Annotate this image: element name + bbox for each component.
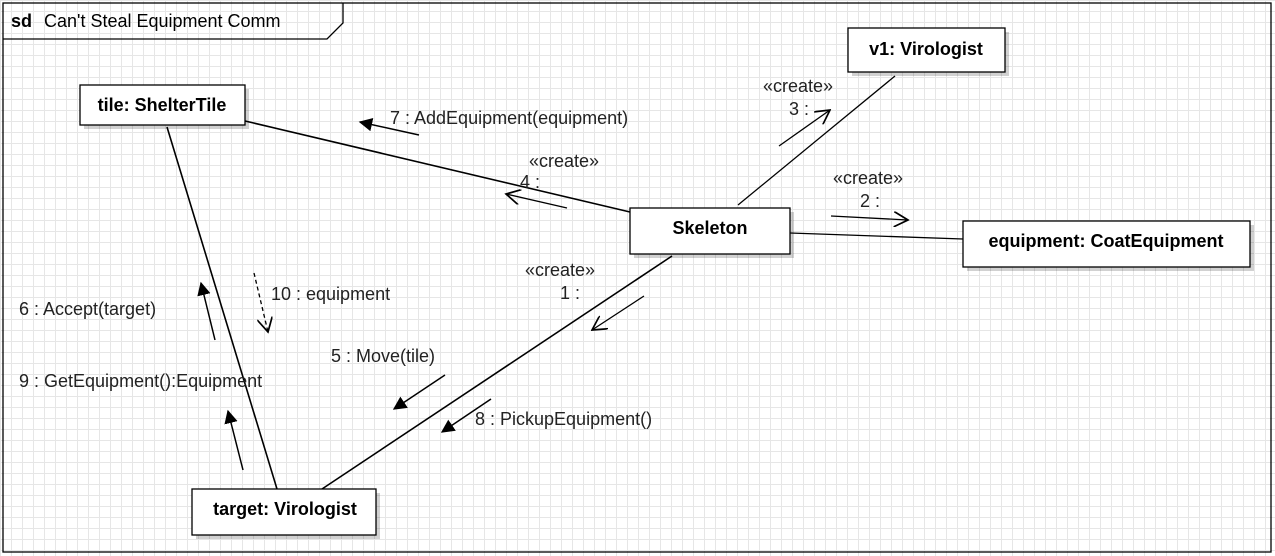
object-tile[interactable]: tile: ShelterTile: [79, 84, 249, 129]
msg9-arrow: [224, 409, 244, 471]
msg6-arrow: [197, 281, 216, 341]
object-skeleton[interactable]: Skeleton: [629, 207, 794, 258]
object-v1-label: v1: Virologist: [869, 39, 983, 59]
message-arrows: [197, 110, 908, 471]
object-skeleton-label: Skeleton: [672, 218, 747, 238]
links: [166, 75, 964, 490]
link-skeleton-equipment[interactable]: [789, 232, 964, 240]
link-tile-target[interactable]: [166, 126, 278, 490]
msg3-arrow: [778, 110, 830, 147]
msg8-label: 8 : PickupEquipment(): [475, 409, 652, 429]
msg2-stereotype: «create»: [833, 168, 903, 188]
object-target[interactable]: target: Virologist: [191, 488, 380, 539]
object-v1[interactable]: v1: Virologist: [847, 27, 1009, 76]
msg10-arrow: [253, 272, 268, 332]
frame-keyword: sd: [11, 11, 32, 31]
object-target-label: target: Virologist: [213, 499, 357, 519]
msg5-arrow: [392, 374, 446, 410]
frame-name: Can't Steal Equipment Comm: [44, 11, 281, 31]
msg7-label: 7 : AddEquipment(equipment): [390, 108, 628, 128]
object-equipment-label: equipment: CoatEquipment: [989, 231, 1224, 251]
object-tile-label: tile: ShelterTile: [98, 95, 227, 115]
msg1-arrow: [592, 295, 645, 330]
msg10-label: 10 : equipment: [271, 284, 390, 304]
msg3-stereotype: «create»: [763, 76, 833, 96]
msg7-arrow: [358, 118, 420, 136]
msg4-stereotype: «create»: [529, 151, 599, 171]
link-skeleton-target[interactable]: [321, 255, 673, 490]
msg1-stereotype: «create»: [525, 260, 595, 280]
msg3-label: 3 :: [789, 99, 809, 119]
link-tile-skeleton[interactable]: [244, 120, 631, 213]
link-skeleton-v1[interactable]: [737, 75, 896, 206]
object-equipment[interactable]: equipment: CoatEquipment: [962, 220, 1254, 271]
msg4-arrow: [506, 194, 568, 209]
msg2-arrow: [830, 216, 908, 220]
msg5-label: 5 : Move(tile): [331, 346, 435, 366]
msg4-label: 4 :: [520, 172, 540, 192]
msg2-label: 2 :: [860, 191, 880, 211]
message-labels: «create» 1 : «create» 2 : «create» 3 : «…: [19, 76, 903, 429]
msg1-label: 1 :: [560, 283, 580, 303]
msg9-label: 9 : GetEquipment():Equipment: [19, 371, 262, 391]
msg8-arrow: [440, 398, 492, 433]
msg6-label: 6 : Accept(target): [19, 299, 156, 319]
frame-tab: [3, 3, 344, 40]
